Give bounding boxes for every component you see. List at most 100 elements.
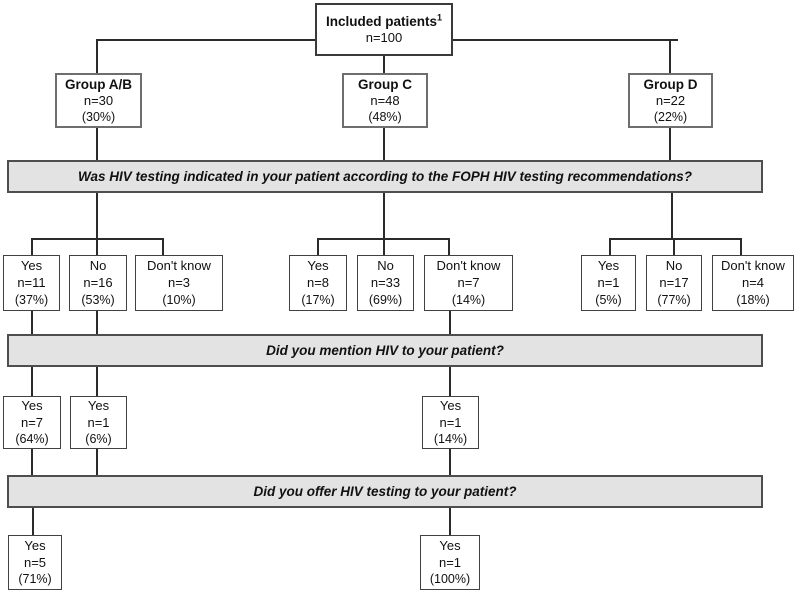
answer-label: Don't know [721, 258, 785, 274]
answer-pct: (64%) [15, 432, 49, 447]
answer-n: n=1 [439, 414, 462, 430]
node-indicated-ab-no: No n=16 (53%) [69, 255, 127, 311]
answer-label: Yes [87, 397, 110, 413]
node-offer-c-yes: Yes n=1 (100%) [420, 535, 480, 590]
answer-pct: (6%) [85, 432, 112, 447]
answer-pct: (18%) [736, 292, 770, 307]
answer-label: Yes [21, 397, 43, 413]
node-indicated-c-yes: Yes n=8 (17%) [289, 255, 347, 311]
answer-n: n=8 [306, 275, 330, 290]
answer-label: No [665, 258, 683, 274]
group-n: n=30 [83, 92, 114, 108]
answer-pct: (17%) [301, 292, 335, 307]
answer-label: Yes [439, 537, 461, 553]
node-indicated-ab-dontknow: Don't know n=3 (10%) [135, 255, 223, 311]
group-n: n=22 [655, 92, 686, 108]
connector-line [449, 367, 451, 396]
banner-text: Did you offer HIV testing to your patien… [253, 484, 517, 499]
connector-line [96, 311, 98, 334]
connector-line [740, 238, 742, 255]
connector-line [671, 193, 673, 238]
connector-line [31, 449, 33, 475]
connector-line [96, 128, 98, 160]
answer-label: No [377, 258, 394, 274]
node-indicated-c-no: No n=33 (69%) [357, 255, 414, 311]
answer-pct: (5%) [595, 292, 622, 307]
node-group-c: Group C n=48 (48%) [342, 73, 428, 128]
banner-text: Was HIV testing indicated in your patien… [77, 169, 693, 184]
answer-n: n=1 [597, 275, 620, 290]
group-label: Group D [643, 76, 698, 92]
answer-n: n=4 [741, 275, 765, 290]
node-group-d: Group D n=22 (22%) [628, 73, 713, 128]
connector-line [96, 238, 98, 255]
answer-n: n=33 [370, 275, 401, 290]
group-pct: (48%) [368, 110, 402, 125]
answer-label: Don't know [147, 258, 211, 274]
connector-line [669, 39, 671, 73]
answer-pct: (37%) [14, 292, 49, 307]
connector-line [609, 238, 611, 255]
node-offer-ab-yes: Yes n=5 (71%) [8, 535, 62, 590]
answer-pct: (14%) [433, 432, 468, 447]
connector-line [96, 449, 98, 475]
answer-n: n=3 [167, 275, 191, 290]
connector-line [32, 508, 34, 535]
answer-pct: (71%) [18, 572, 52, 587]
connector-line [31, 367, 33, 396]
answer-label: Don't know [436, 258, 501, 274]
answer-label: No [89, 258, 107, 274]
connector-line [31, 311, 33, 334]
banner-question-offer: Did you offer HIV testing to your patien… [7, 475, 763, 508]
group-label: Group A/B [65, 76, 132, 92]
answer-pct: (69%) [368, 292, 403, 307]
connector-line [96, 367, 98, 396]
node-mention-c-yes: Yes n=1 (14%) [422, 396, 479, 449]
answer-label: Yes [20, 258, 43, 274]
node-indicated-d-dontknow: Don't know n=4 (18%) [712, 255, 794, 311]
connector-line [317, 238, 319, 255]
connector-line [449, 311, 451, 334]
connector-line [383, 193, 385, 238]
answer-pct: (100%) [429, 572, 471, 587]
connector-line [162, 238, 164, 255]
connector-line [96, 193, 98, 238]
answer-n: n=7 [20, 414, 44, 430]
included-patients-label: Included patients1 [325, 12, 443, 29]
answer-pct: (10%) [162, 292, 196, 307]
banner-question-mention: Did you mention HIV to your patient? [7, 334, 763, 367]
connector-line [31, 238, 33, 255]
answer-label: Yes [307, 258, 329, 274]
connector-line [609, 238, 742, 240]
answer-n: n=17 [659, 275, 689, 290]
answer-n: n=1 [438, 554, 462, 570]
node-mention-ab-yes-2: Yes n=1 (6%) [70, 396, 127, 449]
group-pct: (22%) [653, 110, 688, 125]
banner-text: Did you mention HIV to your patient? [266, 343, 504, 358]
group-label: Group C [358, 76, 412, 92]
connector-line [673, 238, 675, 255]
connector-line [383, 55, 385, 73]
banner-question-indicated: Was HIV testing indicated in your patien… [7, 160, 763, 193]
included-patients-n: n=100 [365, 29, 403, 45]
node-indicated-c-dontknow: Don't know n=7 (14%) [424, 255, 513, 311]
node-mention-ab-yes-1: Yes n=7 (64%) [3, 396, 61, 449]
node-included-patients: Included patients1 n=100 [315, 3, 453, 56]
answer-n: n=16 [83, 275, 113, 290]
answer-n: n=1 [87, 414, 110, 430]
footnote-marker: 1 [437, 12, 443, 23]
answer-pct: (77%) [657, 292, 691, 307]
answer-n: n=5 [23, 554, 47, 570]
answer-n: n=11 [17, 275, 46, 290]
node-indicated-ab-yes: Yes n=11 (37%) [3, 255, 60, 311]
node-indicated-d-no: No n=17 (77%) [646, 255, 702, 311]
connector-line [448, 238, 450, 255]
connector-line [383, 128, 385, 160]
answer-pct: (14%) [451, 292, 486, 307]
connector-line [383, 238, 385, 255]
group-pct: (30%) [81, 110, 116, 125]
answer-label: Yes [597, 258, 620, 274]
connector-line [449, 449, 451, 475]
answer-pct: (53%) [81, 292, 115, 307]
